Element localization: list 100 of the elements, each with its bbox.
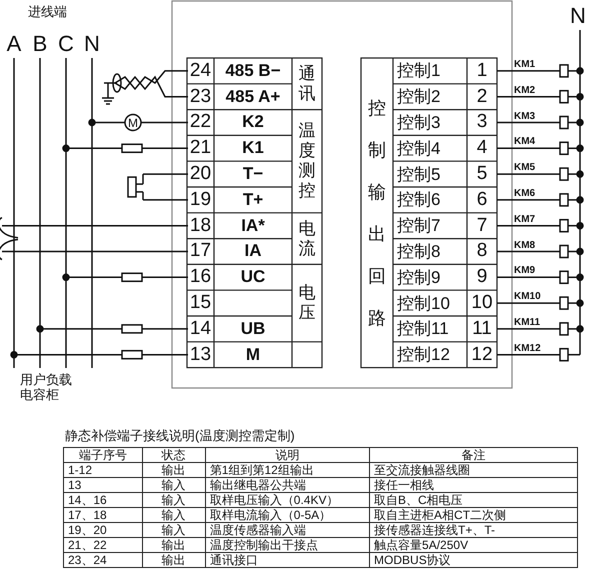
terminal-label: 控制2	[396, 86, 442, 108]
terminal-label: 控制5	[396, 164, 442, 186]
terminal-label: 控制11	[396, 318, 450, 340]
terminal-number: 13	[188, 342, 212, 367]
terminal-number: 1	[476, 58, 488, 83]
contactor-label: KM1	[514, 59, 536, 70]
terminal-label: T−	[242, 163, 264, 186]
contactor-label: KM9	[514, 265, 536, 276]
terminal-label: 控制7	[396, 215, 442, 238]
contactor-label: KM10	[514, 291, 542, 302]
terminal-label: 控制4	[396, 138, 442, 160]
table-cell: 输入	[142, 522, 206, 538]
contactor-label: KM5	[514, 162, 536, 174]
terminal-label: 控制9	[396, 266, 442, 289]
terminal-label: 控制6	[396, 189, 442, 212]
table-cell: 13	[64, 478, 142, 492]
terminal-number: 24	[188, 58, 212, 83]
table-cell: MODBUS协议	[370, 552, 578, 568]
table-cell: 至交流接触器线圈	[370, 462, 578, 478]
table-cell: 触点容量5A/250V	[370, 538, 578, 552]
table-cell: 取自主进柜A相CT二次侧	[370, 508, 578, 522]
terminal-number: 11	[471, 316, 493, 341]
table-cell: 14、16	[64, 492, 142, 508]
table-header: 说明	[205, 448, 370, 462]
terminal-number: 7	[476, 214, 488, 238]
bus-label: B	[32, 32, 48, 56]
terminal-label: 控制3	[396, 112, 442, 134]
table-cell: 19、20	[64, 522, 142, 538]
terminal-label: 485 A+	[224, 86, 282, 108]
contactor-label: KM8	[514, 240, 536, 251]
table-cell: 温度控制输出干接点	[205, 538, 370, 552]
terminal-number: 15	[188, 291, 212, 316]
bus-label: C	[57, 32, 75, 56]
terminal-number: 2	[476, 84, 488, 109]
table-cell: 输入	[142, 478, 206, 492]
terminal-label: K2	[241, 111, 265, 134]
table-cell: 21、22	[64, 538, 142, 552]
terminal-number: 23	[188, 84, 212, 109]
terminal-number: 8	[476, 239, 488, 264]
terminal-label: UB	[240, 318, 266, 340]
contactor-label: KM6	[514, 188, 536, 199]
terminal-number: 4	[476, 136, 488, 160]
contactor-label: KM4	[514, 136, 536, 148]
terminal-number: 12	[470, 342, 494, 367]
terminal-number: 20	[188, 162, 212, 186]
terminal-number: 22	[188, 110, 212, 134]
bus-label: N	[569, 4, 587, 28]
table-cell: 1-12	[64, 462, 142, 478]
terminal-number: 21	[188, 136, 212, 160]
terminal-label: 485 B−	[224, 60, 282, 82]
table-cell: 取自B、C相电压	[370, 492, 578, 508]
table-cell: 输出继电器公共端	[205, 478, 370, 492]
table-header: 端子序号	[64, 448, 142, 462]
contactor-label: KM7	[514, 214, 536, 225]
terminal-label: 控制1	[396, 60, 442, 82]
table-cell: 第1组到第12组输出	[205, 462, 370, 478]
bus-label: N	[83, 32, 101, 56]
group-label: 控制输出回路	[367, 96, 387, 330]
terminal-number: 9	[476, 265, 488, 290]
table-cell: 输出	[142, 538, 206, 552]
terminal-label: M	[244, 344, 262, 366]
table-cell: 输出	[142, 552, 206, 568]
terminal-number: 16	[188, 265, 212, 290]
group-label: 通讯	[298, 62, 316, 105]
table-cell: 接任一相线	[370, 478, 578, 492]
table-cell: 输入	[142, 492, 206, 508]
terminal-number: 3	[476, 110, 488, 134]
terminal-label: 控制10	[396, 292, 451, 315]
table-title: 静态补偿端子接线说明(温度测控需定制)	[65, 427, 296, 445]
table-cell: 23、24	[64, 552, 142, 568]
terminal-number: 19	[188, 188, 212, 212]
contactor-label: KM11	[514, 317, 542, 328]
table-header: 备注	[370, 448, 578, 462]
terminal-number: 10	[470, 291, 494, 316]
table-cell: 通讯接口	[205, 552, 370, 568]
terminal-label: 控制12	[396, 344, 451, 366]
terminal-label: IA	[244, 240, 262, 262]
bus-label: A	[6, 32, 22, 56]
terminal-label: T+	[242, 188, 264, 211]
group-label: 温度测控	[298, 120, 316, 202]
section-label: 进线端	[28, 3, 68, 21]
terminal-number: 18	[188, 214, 212, 238]
terminal-label: K1	[241, 137, 265, 160]
terminal-number: 14	[188, 316, 212, 341]
table-cell: 输出	[142, 462, 206, 478]
terminal-number: 5	[476, 162, 488, 186]
table-cell: 17、18	[64, 508, 142, 522]
cabinet-label: 用户负载电容柜	[20, 372, 73, 404]
terminal-label: 控制8	[396, 240, 442, 263]
contactor-label: KM3	[514, 110, 536, 122]
table-cell: 取样电压输入（0.4KV）	[205, 492, 370, 508]
terminal-number: 6	[476, 188, 488, 212]
terminal-label: IA*	[240, 214, 266, 237]
table-cell: 输入	[142, 508, 206, 522]
group-label: 电压	[298, 282, 316, 324]
contactor-label: KM2	[514, 84, 536, 96]
motor-letter: M	[127, 114, 139, 132]
table-header: 状态	[142, 448, 206, 462]
table-cell: 接传感器连接线T+、T-	[370, 522, 578, 538]
group-label: 电流	[298, 218, 316, 260]
